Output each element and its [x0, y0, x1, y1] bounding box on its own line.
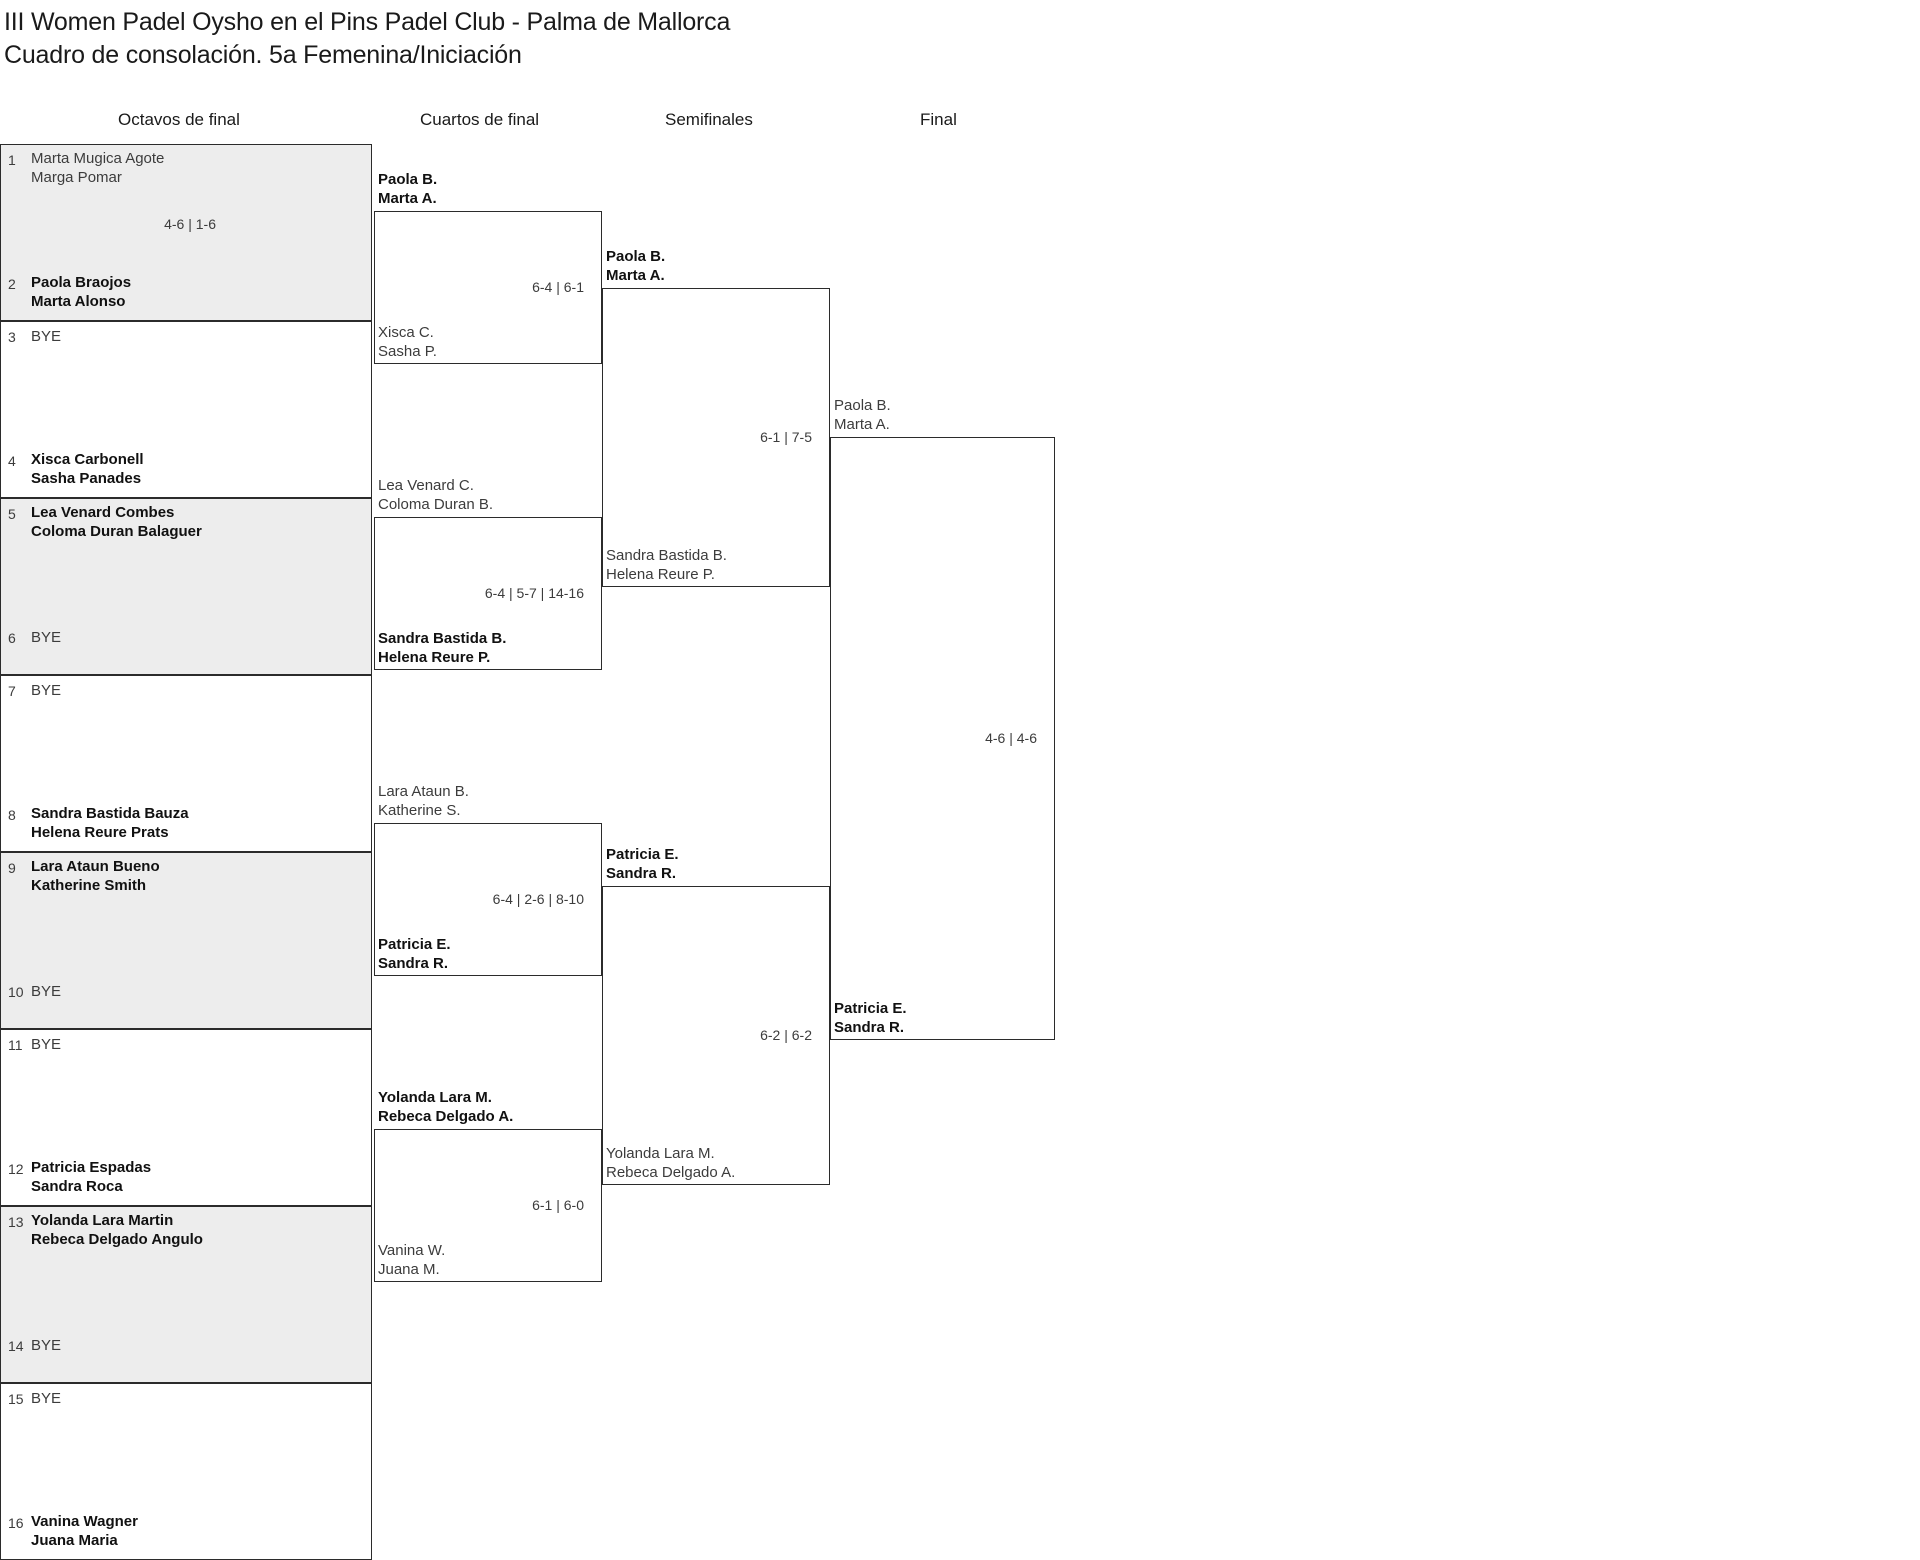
- round1-match-4[interactable]: [0, 675, 372, 852]
- round2-match-1-score: 6-4 | 6-1: [532, 278, 584, 295]
- round4-match-1-team-top[interactable]: Paola B.Marta A.: [834, 397, 891, 433]
- round1-match-5-team-top-seed: 9: [8, 860, 16, 876]
- round1-match-2-team-bottom-seed: 4: [8, 453, 16, 469]
- round1-match-2[interactable]: [0, 321, 372, 498]
- round2-match-1-connector[interactable]: [374, 211, 602, 364]
- round2-match-3-connector[interactable]: [374, 823, 602, 976]
- round1-match-7-team-bottom-seed: 14: [8, 1338, 24, 1354]
- round2-match-2-team-top[interactable]: Lea Venard C.Coloma Duran B.: [378, 477, 494, 513]
- round1-match-2-team-top-seed: 3: [8, 329, 16, 345]
- round2-match-2-team-bottom[interactable]: Sandra Bastida B.Helena Reure P.: [378, 630, 507, 666]
- round1-match-1-team-top-seed: 1: [8, 152, 16, 168]
- round1-match-3-team-top-seed: 5: [8, 506, 16, 522]
- round2-match-3-team-top[interactable]: Lara Ataun B.Katherine S.: [378, 783, 469, 819]
- round-header-octavos: Octavos de final: [118, 110, 240, 129]
- round-header-final: Final: [920, 110, 957, 129]
- round2-match-1-team-bottom[interactable]: Xisca C.Sasha P.: [378, 324, 437, 360]
- round1-match-6-team-top[interactable]: 11 BYE: [0, 1034, 372, 1054]
- round1-match-4-team-top-names: BYE: [31, 682, 62, 699]
- page-title: III Women Padel Oysho en el Pins Padel C…: [4, 6, 1204, 72]
- round1-match-7-team-bottom[interactable]: 14 BYE: [0, 1335, 372, 1355]
- round2-match-3-team-bottom[interactable]: Patricia E.Sandra R.: [378, 936, 451, 972]
- round1-match-6-team-top-names: BYE: [31, 1036, 62, 1053]
- round1-match-1[interactable]: [0, 144, 372, 321]
- round1-match-6[interactable]: [0, 1029, 372, 1206]
- round1-match-8-team-top-names: BYE: [31, 1390, 62, 1407]
- tournament-title-line-2: Cuadro de consolación. 5a Femenina/Inici…: [4, 41, 522, 69]
- round4-match-1-connector[interactable]: [830, 437, 1055, 1040]
- round1-match-5[interactable]: [0, 852, 372, 1029]
- round1-match-5-team-bottom-names: BYE: [31, 983, 62, 1000]
- round2-match-1-team-top[interactable]: Paola B.Marta A.: [378, 171, 438, 207]
- round2-match-4-score: 6-1 | 6-0: [532, 1196, 584, 1213]
- tournament-title-line-1: III Women Padel Oysho en el Pins Padel C…: [4, 8, 731, 36]
- round1-match-2-team-top-names: BYE: [31, 328, 62, 345]
- round1-match-7[interactable]: [0, 1206, 372, 1383]
- round1-match-7-team-top-seed: 13: [8, 1214, 24, 1230]
- round1-match-3-team-bottom-seed: 6: [8, 630, 16, 646]
- round2-match-4-team-top[interactable]: Yolanda Lara M.Rebeca Delgado A.: [378, 1089, 514, 1125]
- round1-match-4-team-top[interactable]: 7 BYE: [0, 680, 372, 700]
- round1-match-1-score: 4-6 | 1-6: [164, 216, 216, 232]
- round4-match-1-score: 4-6 | 4-6: [985, 729, 1037, 746]
- round2-match-3-score: 6-4 | 2-6 | 8-10: [492, 890, 584, 907]
- round1-match-5-team-bottom-seed: 10: [8, 984, 24, 1000]
- round1-match-5-team-bottom[interactable]: 10 BYE: [0, 981, 372, 1001]
- round1-match-3-team-bottom[interactable]: 6 BYE: [0, 627, 372, 647]
- round3-match-2-team-bottom[interactable]: Yolanda Lara M.Rebeca Delgado A.: [606, 1145, 736, 1181]
- round1-match-8-team-bottom-seed: 16: [8, 1515, 24, 1531]
- round-header-semifinales: Semifinales: [665, 110, 753, 129]
- round1-match-6-team-top-seed: 11: [8, 1037, 23, 1053]
- round1-match-7-team-bottom-names: BYE: [31, 1337, 62, 1354]
- round3-match-1-connector[interactable]: [602, 288, 830, 587]
- round3-match-2-connector[interactable]: [602, 886, 830, 1185]
- round2-match-4-team-bottom[interactable]: Vanina W.Juana M.: [378, 1242, 446, 1278]
- round1-match-4-team-bottom-seed: 8: [8, 807, 16, 823]
- round3-match-1-score: 6-1 | 7-5: [760, 428, 812, 445]
- round1-match-6-team-bottom-seed: 12: [8, 1161, 24, 1177]
- round2-match-2-connector[interactable]: [374, 517, 602, 670]
- round3-match-1-team-bottom[interactable]: Sandra Bastida B.Helena Reure P.: [606, 547, 727, 583]
- round3-match-2-team-top[interactable]: Patricia E.Sandra R.: [606, 846, 679, 882]
- round1-match-2-team-top[interactable]: 3 BYE: [0, 326, 372, 346]
- round-header-cuartos: Cuartos de final: [420, 110, 540, 129]
- round3-match-2-score: 6-2 | 6-2: [760, 1026, 812, 1043]
- round2-match-2-score: 6-4 | 5-7 | 14-16: [484, 584, 584, 601]
- round1-match-3-team-bottom-names: BYE: [31, 629, 62, 646]
- round1-match-4-team-top-seed: 7: [8, 683, 16, 699]
- round3-match-1-team-top[interactable]: Paola B.Marta A.: [606, 248, 666, 284]
- round1-match-3[interactable]: [0, 498, 372, 675]
- round2-match-4-connector[interactable]: [374, 1129, 602, 1282]
- round1-match-8-team-top-seed: 15: [8, 1391, 24, 1407]
- round1-match-8-team-top[interactable]: 15 BYE: [0, 1388, 372, 1408]
- round1-match-1-team-bottom-seed: 2: [8, 276, 16, 292]
- round4-match-1-team-bottom[interactable]: Patricia E.Sandra R.: [834, 1000, 907, 1036]
